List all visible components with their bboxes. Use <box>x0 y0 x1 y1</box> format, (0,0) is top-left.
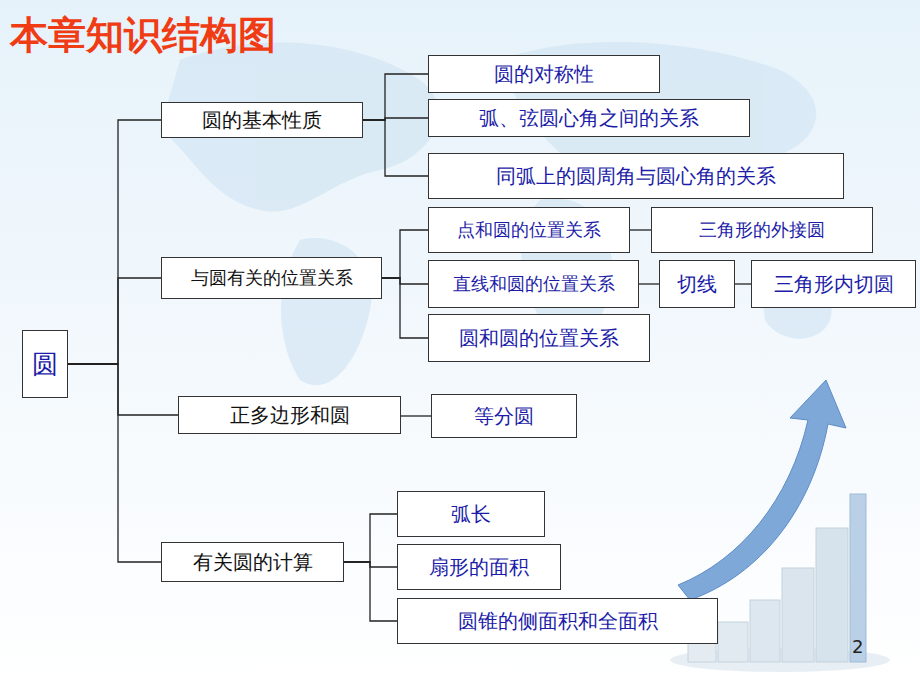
box-label: 切线 <box>677 273 717 295</box>
tree-connector <box>363 120 428 176</box>
topic-box: 圆的对称性 <box>428 55 660 93</box>
topic-box: 切线 <box>659 260 735 308</box>
box-label: 弧长 <box>451 503 491 525</box>
topic-box: 圆的基本性质 <box>161 102 363 138</box>
box-label: 三角形的外接圆 <box>699 220 825 240</box>
root-box: 圆 <box>22 330 68 398</box>
tree-connector <box>630 229 651 230</box>
box-label: 有关圆的计算 <box>193 551 313 573</box>
topic-box: 直线和圆的位置关系 <box>428 260 639 308</box>
box-label: 圆的对称性 <box>494 63 594 85</box>
box-label: 同弧上的圆周角与圆心角的关系 <box>496 165 776 187</box>
topic-box: 弧、弦圆心角之间的关系 <box>428 99 750 137</box>
page-number: 2 <box>852 636 863 657</box>
tree-connector <box>735 283 751 284</box>
box-label: 圆锥的侧面积和全面积 <box>458 610 658 632</box>
tree-connector <box>344 562 397 621</box>
box-label: 弧、弦圆心角之间的关系 <box>479 107 699 129</box>
topic-box: 等分圆 <box>431 394 577 438</box>
tree-connector <box>382 230 428 278</box>
tree-connector <box>363 74 428 120</box>
topic-box: 三角形内切圆 <box>751 260 916 308</box>
page-title: 本章知识结构图 <box>10 10 276 61</box>
box-label: 圆和圆的位置关系 <box>459 327 619 349</box>
topic-box: 与圆有关的位置关系 <box>161 257 382 299</box>
topic-box: 点和圆的位置关系 <box>428 207 630 253</box>
topic-box: 圆锥的侧面积和全面积 <box>397 598 718 644</box>
box-label: 圆的基本性质 <box>202 109 322 131</box>
topic-box: 有关圆的计算 <box>161 542 344 582</box>
tree-connector <box>344 514 397 562</box>
tree-connector <box>68 364 161 562</box>
topic-box: 正多边形和圆 <box>178 396 401 434</box>
box-label: 等分圆 <box>474 405 534 427</box>
topic-box: 同弧上的圆周角与圆心角的关系 <box>428 153 844 199</box>
box-label: 扇形的面积 <box>429 556 529 578</box>
box-label: 直线和圆的位置关系 <box>453 274 615 294</box>
box-label: 与圆有关的位置关系 <box>191 268 353 288</box>
tree-connector <box>401 415 431 416</box>
topic-box: 弧长 <box>397 491 545 537</box>
tree-connector <box>68 364 178 415</box>
topic-box: 扇形的面积 <box>397 544 561 590</box>
tree-connector <box>68 278 161 364</box>
box-label: 正多边形和圆 <box>230 404 350 426</box>
topic-box: 圆和圆的位置关系 <box>428 314 650 362</box>
tree-connector <box>382 278 428 338</box>
box-label: 三角形内切圆 <box>774 273 894 295</box>
tree-connector <box>639 283 659 284</box>
topic-box: 三角形的外接圆 <box>651 207 873 253</box>
tree-connector <box>68 120 161 364</box>
box-label: 点和圆的位置关系 <box>457 220 601 240</box>
tree-connector <box>382 278 428 284</box>
box-label: 圆 <box>32 350 58 379</box>
